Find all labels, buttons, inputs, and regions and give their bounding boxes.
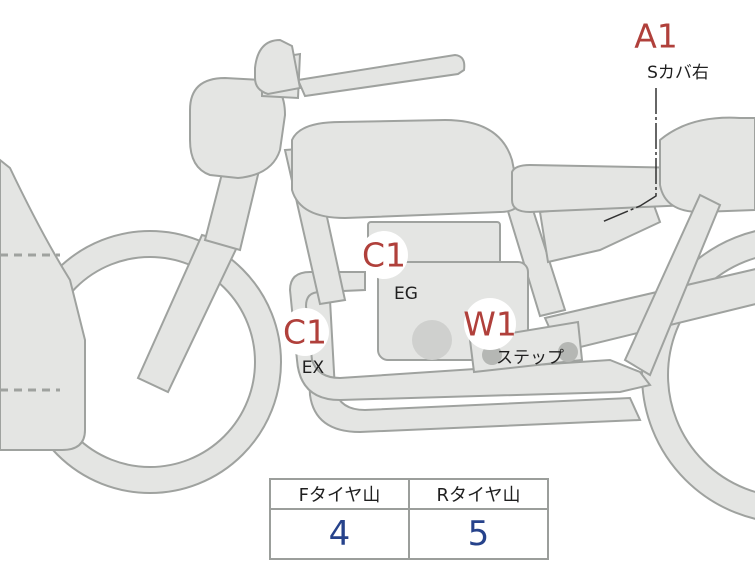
rear-tire-value: 5 [408,508,549,560]
tail-cowl [659,116,755,214]
fuel-tank [291,118,522,220]
tire-tread-table: Fタイヤ山 Rタイヤ山 4 5 [269,478,549,560]
marker-a1-code: A1 [634,17,678,56]
marker-a1: A1 Sカバ右 [632,12,709,83]
front-tire-value: 4 [269,508,410,560]
marker-w1-code: W1 [463,305,517,344]
marker-c1-eg: C1 EG [360,231,418,304]
rear-wheel [641,230,755,520]
marker-w1-label: ステップ [496,348,564,368]
rear-shock [623,193,722,377]
marker-c1-ex-label: EX [302,358,325,378]
tire-table-value-row: 4 5 [269,508,549,560]
marker-c1-ex-code: C1 [283,313,327,352]
front-tire-header: Fタイヤ山 [269,478,410,510]
tire-table-header-row: Fタイヤ山 Rタイヤ山 [269,478,549,510]
marker-w1: W1 ステップ [463,298,564,368]
fender-dashes [0,253,60,392]
rear-tire-header: Rタイヤ山 [408,478,549,510]
exhaust-pipe-upper [288,271,652,402]
headlight [189,76,287,180]
marker-c1-eg-code: C1 [362,236,406,275]
marker-c1-eg-label: EG [394,284,418,304]
marker-a1-label: Sカバ右 [647,63,709,83]
front-fender [0,158,86,451]
step-footpeg [468,320,584,374]
marker-c1-ex: C1 EX [281,308,329,378]
handlebar [254,38,466,100]
a1-leader-line [601,88,657,223]
